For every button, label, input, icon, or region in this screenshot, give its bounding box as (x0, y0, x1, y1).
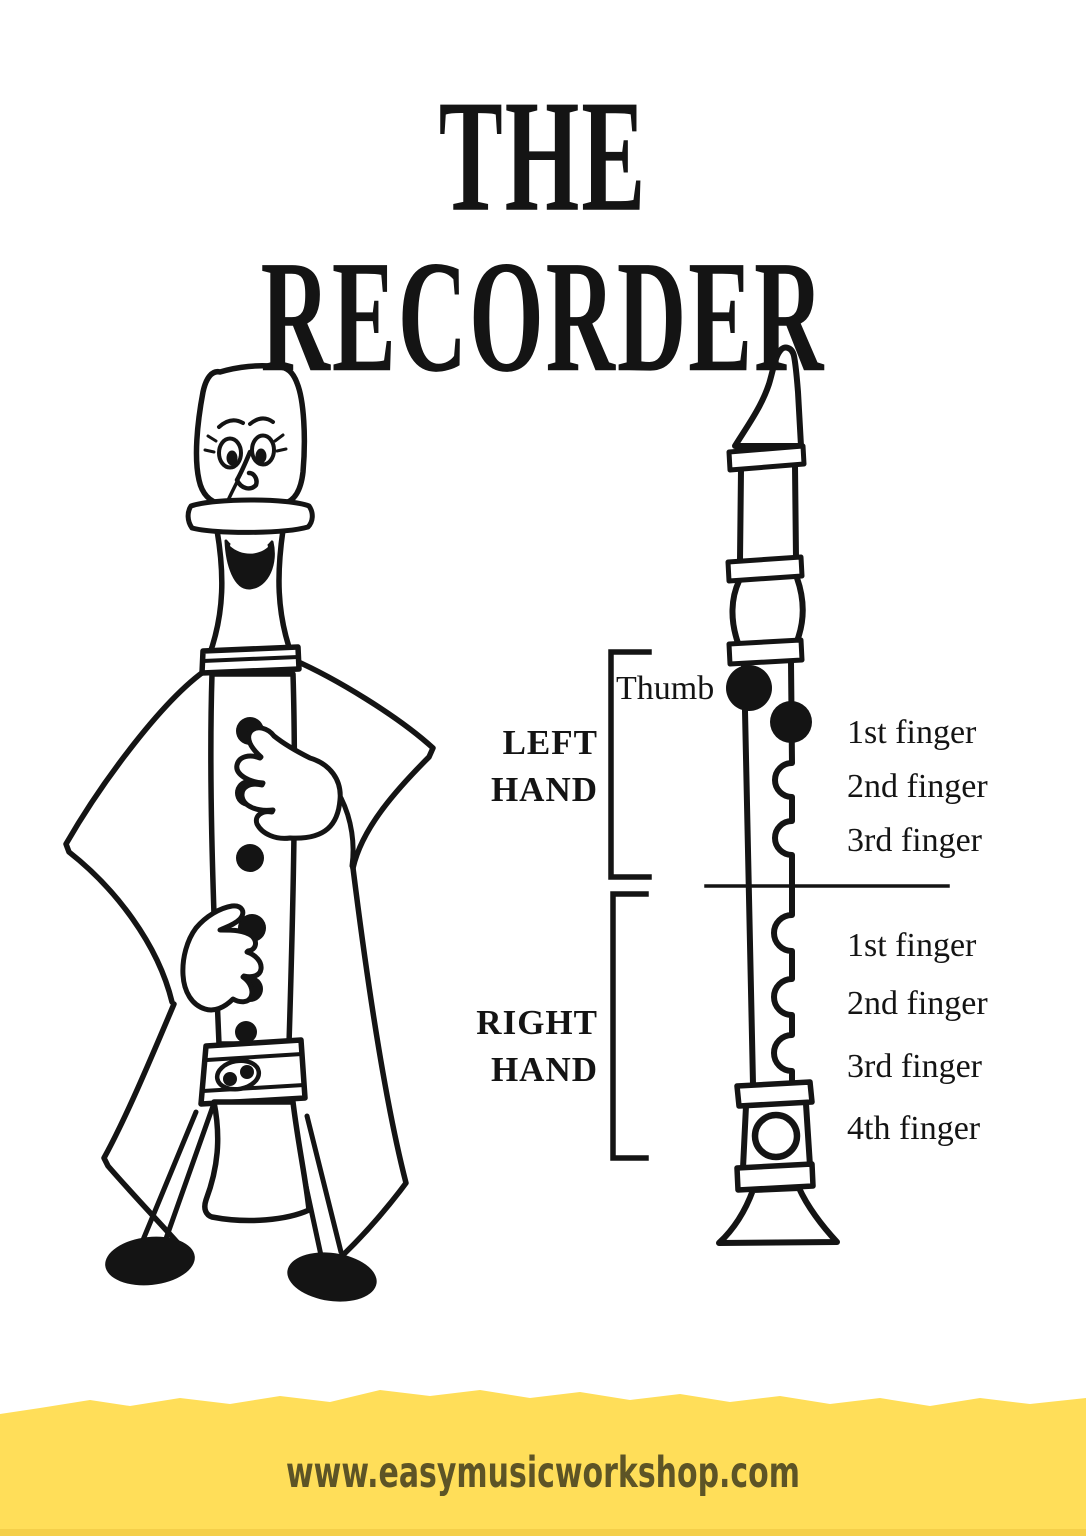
thumb-label: Thumb (616, 670, 715, 707)
footer-band: www.easymusicworkshop.com (0, 1390, 1086, 1536)
character-bell-skirt (202, 1099, 312, 1224)
left-finger-label-3: 3rd finger (847, 822, 983, 859)
right-hand-label-line2: HAND (490, 1050, 598, 1089)
recorder-band-3 (726, 637, 805, 667)
cape-lower-right (317, 865, 409, 1279)
left-finger-label-2: 2nd finger (847, 768, 988, 805)
left-finger-label-1: 1st finger (847, 714, 977, 751)
eyelashes (203, 433, 288, 454)
recorder-bell (716, 1185, 840, 1246)
recorder-barrel-bulge (729, 575, 806, 646)
right-hand-bracket (610, 891, 649, 1161)
left-hand-label-line1: LEFT (502, 723, 598, 762)
recorder-foot-joint-sides (740, 1101, 813, 1171)
left-pupil (226, 450, 238, 466)
cape-upper-left (63, 663, 215, 1005)
recorder-body-right-edge-scalloped (771, 659, 795, 1087)
recorder-character-illustration (63, 363, 436, 1302)
right-finger-label-2: 2nd finger (847, 985, 988, 1022)
footer-band-bottom-edge (0, 1529, 1086, 1536)
character-cape (63, 657, 436, 1279)
left-hand-grabbing (180, 903, 264, 1013)
left-hand-bracket (608, 649, 652, 880)
recorder-mouthpiece-beak (732, 344, 804, 449)
left-hand-label-line2: HAND (490, 770, 598, 809)
cape-lower-left (101, 1001, 187, 1253)
fourth-finger-open-hole (751, 1111, 801, 1161)
character-legs (105, 1103, 377, 1302)
recorder-band-2 (725, 554, 805, 584)
character-face (203, 416, 288, 509)
character-neck (199, 527, 302, 676)
character-foot-joint (198, 1037, 308, 1107)
first-finger-hole (770, 701, 812, 743)
right-hand-label-line1: RIGHT (476, 1003, 598, 1042)
character-teeth (230, 537, 268, 554)
left-foot (105, 1236, 195, 1286)
right-hand-on-hip (234, 725, 343, 841)
cape-upper-right (291, 657, 436, 871)
recorder-diagram-illustration (716, 344, 840, 1246)
diagram-annotations (608, 649, 950, 1161)
character-collar (185, 497, 315, 535)
recorder-head-tube (737, 463, 799, 563)
right-eyebrow (248, 416, 275, 426)
recorder-band-1 (726, 443, 807, 473)
right-foot (287, 1252, 377, 1302)
right-finger-label-1: 1st finger (847, 927, 977, 964)
recorder-band-4 (734, 1079, 815, 1109)
page-title: THE RECORDER (260, 67, 826, 406)
character-nose (234, 449, 259, 491)
left-hand-label: LEFT HAND (420, 719, 598, 813)
right-finger-label-3: 3rd finger (847, 1048, 983, 1085)
right-pupil (255, 448, 267, 464)
recorder-body-left-edge (741, 661, 756, 1087)
recorder-band-5 (734, 1161, 816, 1193)
footer-yellow-band (0, 1390, 1086, 1536)
right-finger-label-4: 4th finger (847, 1110, 981, 1147)
character-hands (180, 725, 356, 1013)
double-hole-right (240, 1065, 254, 1079)
right-arm-line (338, 795, 356, 869)
footer-url: www.easymusicworkshop.com (286, 1448, 800, 1498)
thumb-hole (726, 665, 772, 711)
double-hole-left (223, 1072, 237, 1086)
character-head (193, 363, 308, 509)
right-hand-label: RIGHT HAND (420, 999, 598, 1093)
left-eyebrow (217, 418, 245, 429)
